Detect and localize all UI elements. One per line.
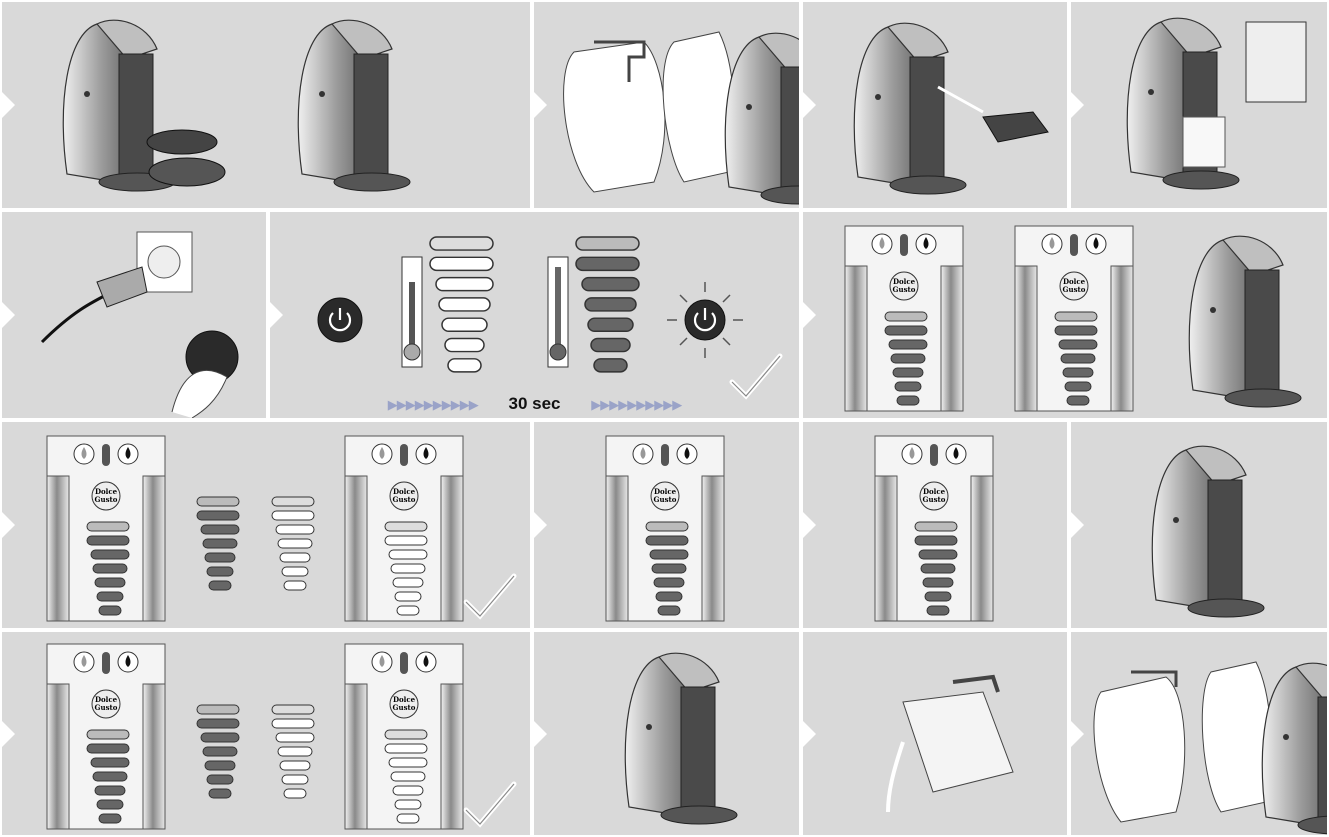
step-panel-plug-in bbox=[2, 212, 266, 418]
dispense-illustration bbox=[1071, 422, 1327, 628]
step-panel-empty-jug bbox=[803, 632, 1067, 835]
plug-in-illustration bbox=[2, 212, 266, 418]
step-panel-dispense bbox=[1071, 422, 1327, 628]
press-hot-illustration bbox=[803, 422, 1067, 628]
volume-selection-illustration bbox=[803, 212, 1327, 418]
step-panel-drip-tray bbox=[2, 2, 530, 208]
timer-row: ▶▶▶▶▶▶▶▶▶▶ 30 sec ▶▶▶▶▶▶▶▶▶▶ bbox=[270, 394, 799, 414]
step-panel-adjust-level bbox=[2, 422, 530, 628]
brew-illustration bbox=[534, 632, 799, 835]
check-icon bbox=[466, 784, 514, 824]
adjust-level-illustration bbox=[2, 632, 530, 835]
timer-label: 30 sec bbox=[509, 394, 561, 413]
check-icon bbox=[466, 576, 514, 616]
step-panel-press-hot bbox=[803, 422, 1067, 628]
press-cold-illustration bbox=[534, 422, 799, 628]
step-panel-brew bbox=[534, 632, 799, 835]
step-panel-rinse-tank bbox=[1071, 632, 1327, 835]
step-panel-adjust-level-2 bbox=[2, 632, 530, 835]
power-icon bbox=[685, 300, 725, 340]
step-panel-select-volume bbox=[803, 212, 1327, 418]
adjust-level-illustration bbox=[2, 422, 530, 628]
rinse-tank-illustration bbox=[1071, 632, 1327, 835]
heat-up-illustration bbox=[270, 212, 799, 418]
check-icon bbox=[732, 356, 780, 396]
empty-jug-illustration bbox=[803, 632, 1067, 835]
progress-arrows-icon: ▶▶▶▶▶▶▶▶▶▶ bbox=[388, 397, 478, 412]
step-panel-heat-up: ▶▶▶▶▶▶▶▶▶▶ 30 sec ▶▶▶▶▶▶▶▶▶▶ bbox=[270, 212, 799, 418]
cup-placement-illustration bbox=[1071, 2, 1327, 208]
machine-drip-tray-illustration bbox=[2, 2, 530, 208]
step-panel-place-cup bbox=[1071, 2, 1327, 208]
water-tank-illustration bbox=[534, 2, 799, 208]
progress-arrows-icon: ▶▶▶▶▶▶▶▶▶▶ bbox=[591, 397, 681, 412]
step-panel-insert-capsule bbox=[803, 2, 1067, 208]
capsule-holder-illustration bbox=[803, 2, 1067, 208]
step-panel-fill-tank bbox=[534, 2, 799, 208]
step-panel-press-cold bbox=[534, 422, 799, 628]
